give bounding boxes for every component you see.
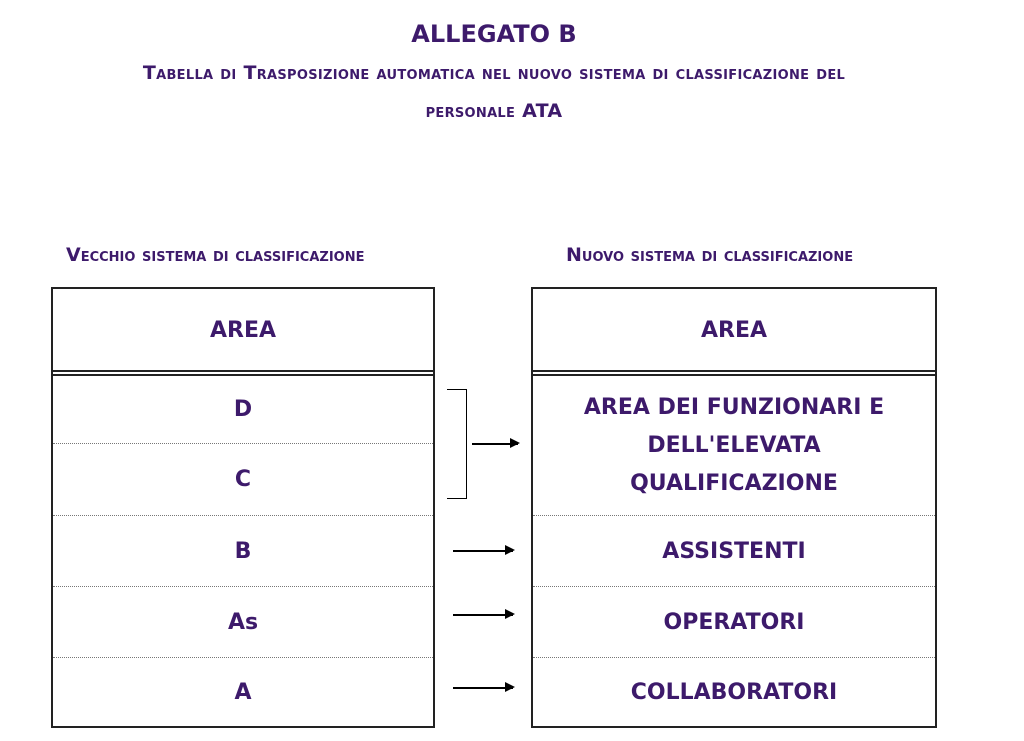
- table-row: As: [227, 609, 259, 635]
- table-row: D: [233, 396, 253, 422]
- subtitle-line-1: Tabella di Trasposizione automatica nel …: [142, 62, 846, 84]
- table-row: AREA DEI FUNZIONARI E DELL'ELEVATA QUALI…: [583, 394, 885, 496]
- arrow-icon: [453, 683, 515, 691]
- table-header: AREA: [209, 317, 277, 343]
- divider: [53, 586, 433, 587]
- divider: [533, 370, 935, 376]
- new-system-heading: Nuovo sistema di classificazione: [566, 244, 854, 266]
- arrow-icon: [472, 439, 520, 447]
- new-system-table: AREA AREA DEI FUNZIONARI E DELL'ELEVATA …: [531, 287, 937, 728]
- document-title: ALLEGATO B: [411, 20, 577, 48]
- arrow-icon: [453, 546, 515, 554]
- bracket: [447, 389, 467, 499]
- table-row: A: [234, 680, 252, 705]
- divider: [53, 515, 433, 516]
- divider: [533, 657, 935, 658]
- divider: [53, 657, 433, 658]
- table-row: B: [234, 538, 252, 564]
- old-system-heading: Vecchio sistema di classificazione: [66, 244, 365, 266]
- divider: [53, 370, 433, 376]
- table-row: COLLABORATORI: [630, 680, 838, 705]
- arrow-icon: [453, 610, 515, 618]
- divider: [533, 586, 935, 587]
- old-system-table: AREA D C B As A: [51, 287, 435, 728]
- divider: [53, 443, 433, 444]
- table-row: OPERATORI: [663, 609, 805, 635]
- table-row: ASSISTENTI: [662, 538, 806, 564]
- divider: [533, 515, 935, 516]
- table-header: AREA: [700, 317, 768, 343]
- table-row: C: [234, 467, 252, 492]
- subtitle-line-2: personale ATA: [425, 100, 563, 122]
